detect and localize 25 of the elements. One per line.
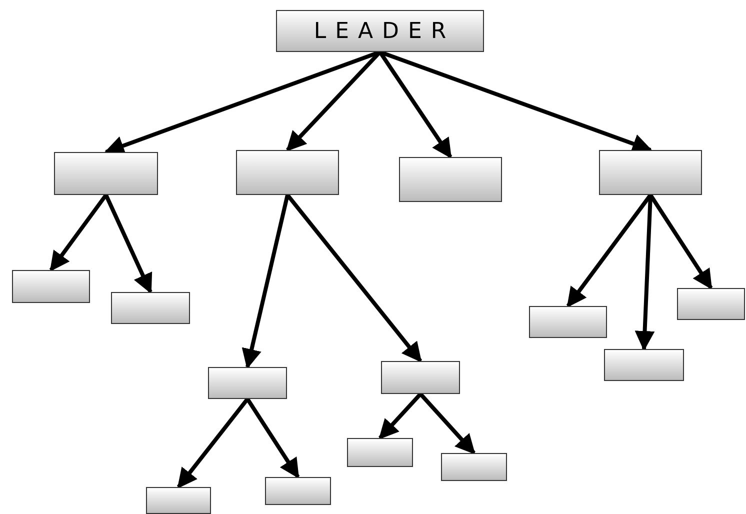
arrow <box>286 194 422 363</box>
org-box <box>111 292 190 324</box>
leader-box <box>276 10 484 52</box>
org-box <box>208 367 287 399</box>
node-label: LEADER <box>312 18 456 44</box>
arrow <box>104 194 152 294</box>
arrow <box>242 194 290 369</box>
org-box <box>12 270 90 303</box>
org-box <box>381 361 460 394</box>
arrow <box>419 392 476 454</box>
org-box <box>604 349 684 381</box>
arrow <box>378 392 422 440</box>
org-box <box>677 288 745 320</box>
org-box <box>399 157 502 202</box>
org-box <box>236 150 339 195</box>
org-box <box>146 487 211 514</box>
org-box <box>265 477 331 505</box>
org-box <box>441 453 507 481</box>
org-box <box>54 152 158 195</box>
arrow <box>246 398 300 479</box>
org-box <box>529 306 607 338</box>
org-box <box>599 150 702 195</box>
arrow <box>176 398 250 489</box>
org-box <box>347 438 413 467</box>
arrow <box>49 194 108 272</box>
